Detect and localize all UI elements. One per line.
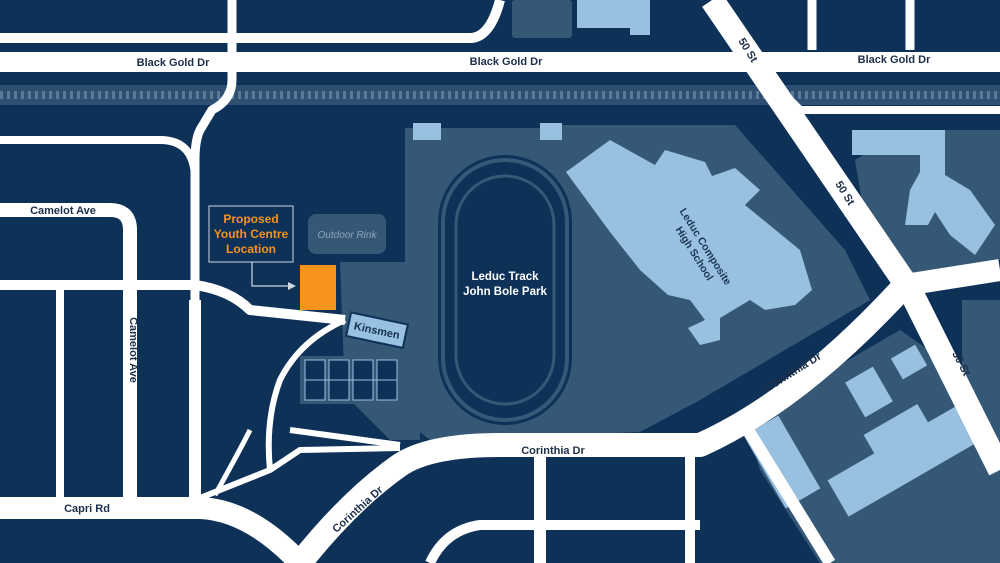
callout-arrow bbox=[251, 262, 292, 287]
outdoor-rink bbox=[308, 214, 386, 254]
tennis-courts bbox=[300, 356, 400, 404]
label-camelot-ave-vertical: Camelot Ave bbox=[127, 317, 139, 383]
proposed-youth-centre-callout: Proposed Youth Centre Location bbox=[208, 205, 296, 290]
kinsmen-building: Kinsmen bbox=[344, 311, 410, 350]
road-capri-rd bbox=[0, 497, 308, 563]
high-school-building bbox=[566, 140, 812, 345]
label-track-line1: Leduc Track bbox=[471, 271, 539, 283]
proposed-location-marker[interactable] bbox=[300, 265, 336, 310]
label-outdoor-rink: Outdoor Rink bbox=[318, 230, 378, 241]
railway bbox=[0, 85, 1000, 105]
running-track bbox=[438, 155, 572, 425]
callout-line1: Proposed bbox=[223, 212, 278, 226]
callout-line2: Youth Centre bbox=[214, 227, 289, 241]
label-capri-rd: Capri Rd bbox=[64, 503, 110, 515]
road-camelot-ave bbox=[0, 203, 137, 500]
callout-line3: Location bbox=[226, 242, 276, 256]
label-black-gold-dr-west: Black Gold Dr bbox=[137, 57, 210, 69]
label-camelot-ave-horizontal: Camelot Ave bbox=[30, 205, 96, 217]
buildings bbox=[413, 0, 995, 517]
label-track-line2: John Bole Park bbox=[463, 286, 547, 298]
label-black-gold-dr-center: Black Gold Dr bbox=[470, 56, 543, 68]
label-corinthia-dr-center: Corinthia Dr bbox=[521, 445, 585, 457]
road-corinthia-dr bbox=[290, 276, 914, 563]
label-black-gold-dr-east: Black Gold Dr bbox=[858, 54, 931, 66]
